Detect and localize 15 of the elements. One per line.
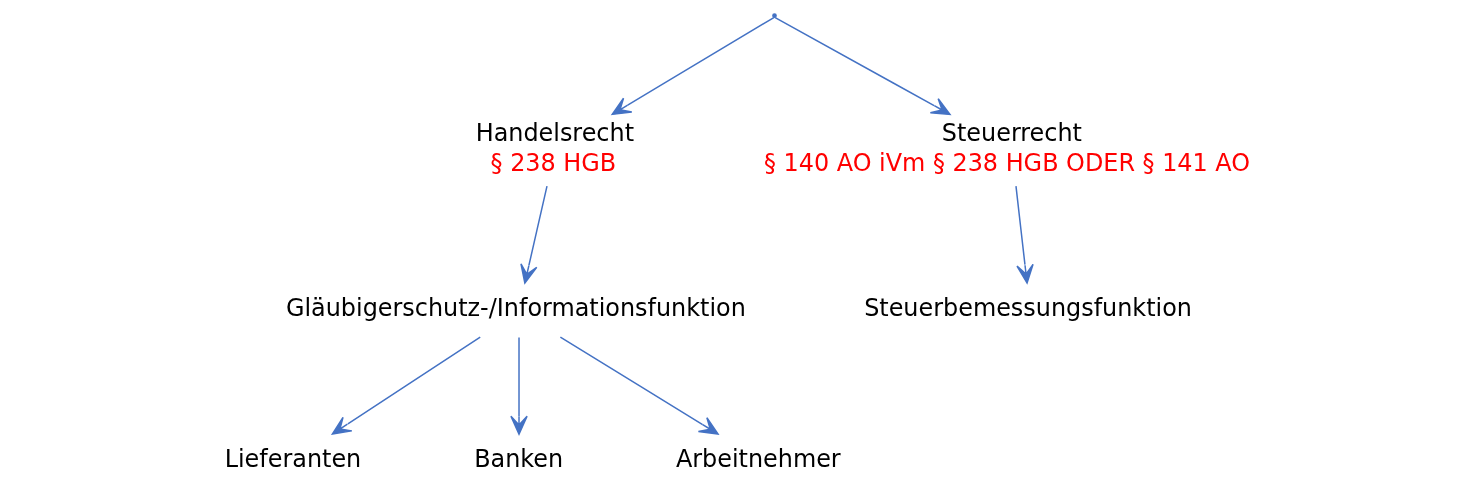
node-text: Banken bbox=[473, 444, 563, 473]
arrow bbox=[611, 16, 775, 116]
arrow bbox=[519, 185, 548, 284]
node-text: Steuerrecht § 140 AO iVm § 238 HGB ODER § 141 AO bbox=[763, 119, 1250, 177]
arrow bbox=[509, 336, 528, 435]
arrow bbox=[1014, 185, 1034, 284]
node-text: Handelsrecht § 238 HGB bbox=[475, 119, 634, 177]
node-point bbox=[771, 13, 777, 19]
node-text: Steuerbemessungsfunktion bbox=[863, 293, 1192, 322]
arrow bbox=[331, 336, 481, 435]
arrow bbox=[559, 336, 719, 435]
node-text: Gläubigerschutz-/Informationsfunktion bbox=[285, 293, 746, 322]
node-text: Lieferanten bbox=[224, 444, 361, 473]
node-text: Arbeitnehmer bbox=[675, 444, 841, 473]
arrow bbox=[773, 16, 951, 116]
